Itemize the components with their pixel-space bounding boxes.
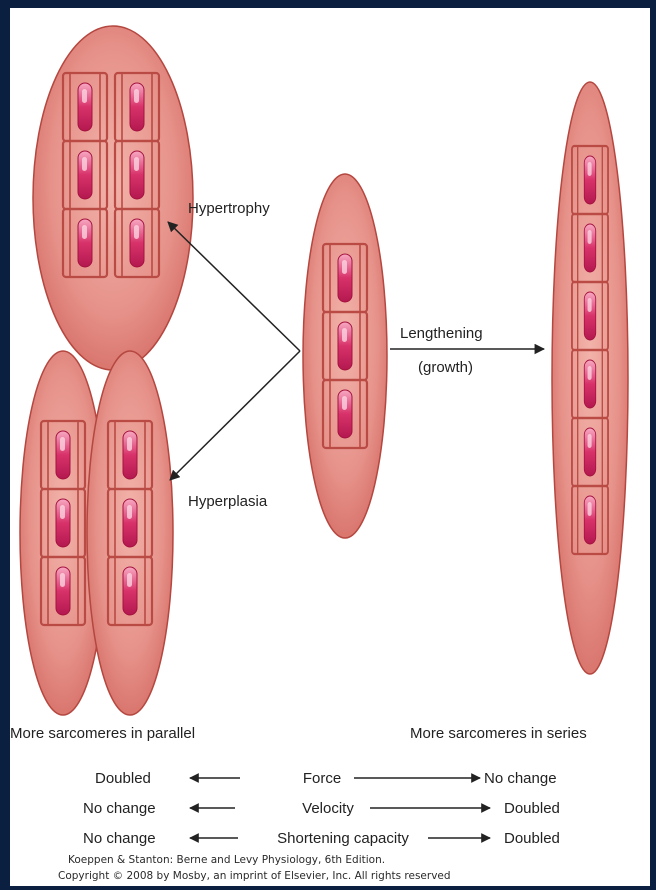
hypertrophy-label: Hypertrophy bbox=[188, 200, 270, 217]
credit-line-1: Koeppen & Stanton: Berne and Levy Physio… bbox=[68, 854, 385, 866]
credit-line-2: Copyright © 2008 by Mosby, an imprint of… bbox=[58, 870, 451, 882]
comparison-row-velocity: No change Velocity Doubled bbox=[83, 800, 560, 817]
force-property: Force bbox=[303, 770, 341, 787]
hypertrophy-fiber bbox=[33, 26, 193, 370]
hypertrophy-arrow bbox=[168, 222, 300, 351]
muscle-adaptation-diagram: Hypertrophy Hyperplasia Lengthening (gro… bbox=[10, 8, 650, 886]
shortening-left-value: No change bbox=[83, 830, 156, 847]
shortening-right-value: Doubled bbox=[504, 830, 560, 847]
force-left-value: Doubled bbox=[95, 770, 151, 787]
hyperplasia-label: Hyperplasia bbox=[188, 493, 268, 510]
growth-label: (growth) bbox=[418, 359, 473, 376]
series-caption: More sarcomeres in series bbox=[410, 725, 587, 742]
force-right-value: No change bbox=[484, 770, 557, 787]
hyperplasia-arrow bbox=[170, 351, 300, 480]
shortening-property: Shortening capacity bbox=[277, 830, 409, 847]
comparison-row-force: Doubled Force No change bbox=[95, 770, 557, 787]
hyperplasia-fiber-right bbox=[87, 351, 173, 715]
velocity-right-value: Doubled bbox=[504, 800, 560, 817]
figure-frame: Hypertrophy Hyperplasia Lengthening (gro… bbox=[10, 8, 650, 886]
lengthened-fiber bbox=[552, 82, 628, 674]
velocity-property: Velocity bbox=[302, 800, 354, 817]
original-fiber bbox=[303, 174, 387, 538]
comparison-row-shortening: No change Shortening capacity Doubled bbox=[83, 830, 560, 847]
parallel-caption: More sarcomeres in parallel bbox=[10, 725, 195, 742]
lengthening-label: Lengthening bbox=[400, 325, 483, 342]
velocity-left-value: No change bbox=[83, 800, 156, 817]
